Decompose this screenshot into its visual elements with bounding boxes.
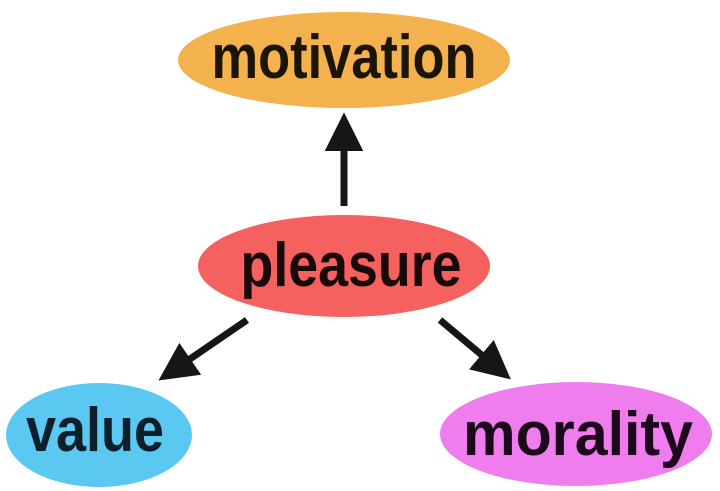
node-motivation-label: motivation (212, 23, 477, 92)
node-pleasure: pleasure (198, 215, 490, 317)
node-value: value (6, 383, 192, 487)
edge-pleasure-to-morality (437, 317, 511, 380)
node-motivation: motivation (178, 12, 510, 108)
node-morality-shape (440, 382, 712, 486)
node-morality-label: morality (463, 400, 693, 469)
edge-pleasure-to-value (158, 317, 249, 381)
node-value-label: value (26, 396, 164, 465)
node-value-shape (6, 383, 192, 487)
node-morality: morality (440, 382, 712, 486)
node-pleasure-label: pleasure (241, 231, 462, 300)
edges (158, 112, 511, 381)
node-motivation-shape (178, 12, 510, 108)
node-pleasure-shape (198, 215, 490, 317)
